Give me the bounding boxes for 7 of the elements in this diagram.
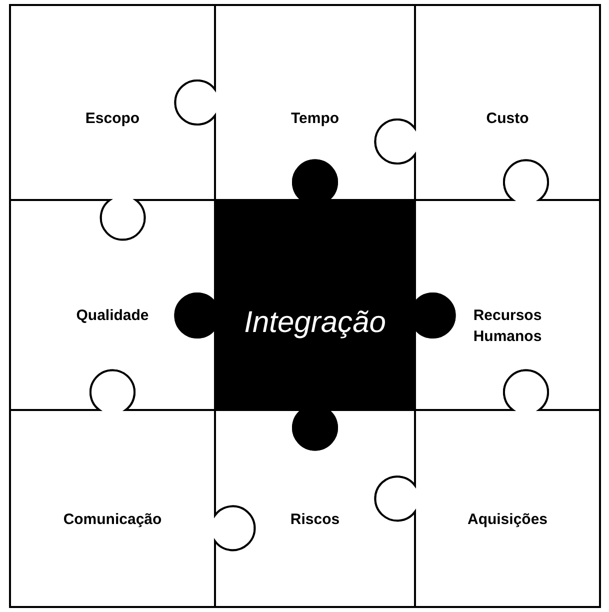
piece-label: Aquisições bbox=[466, 510, 549, 530]
piece-label: Recursos Humanos bbox=[472, 306, 543, 347]
piece-label: Tempo bbox=[290, 108, 340, 128]
piece-label: Custo bbox=[485, 108, 530, 128]
piece-label: Escopo bbox=[84, 108, 141, 128]
piece-label: Integração bbox=[243, 305, 387, 341]
piece-label: Comunicação bbox=[62, 510, 163, 530]
